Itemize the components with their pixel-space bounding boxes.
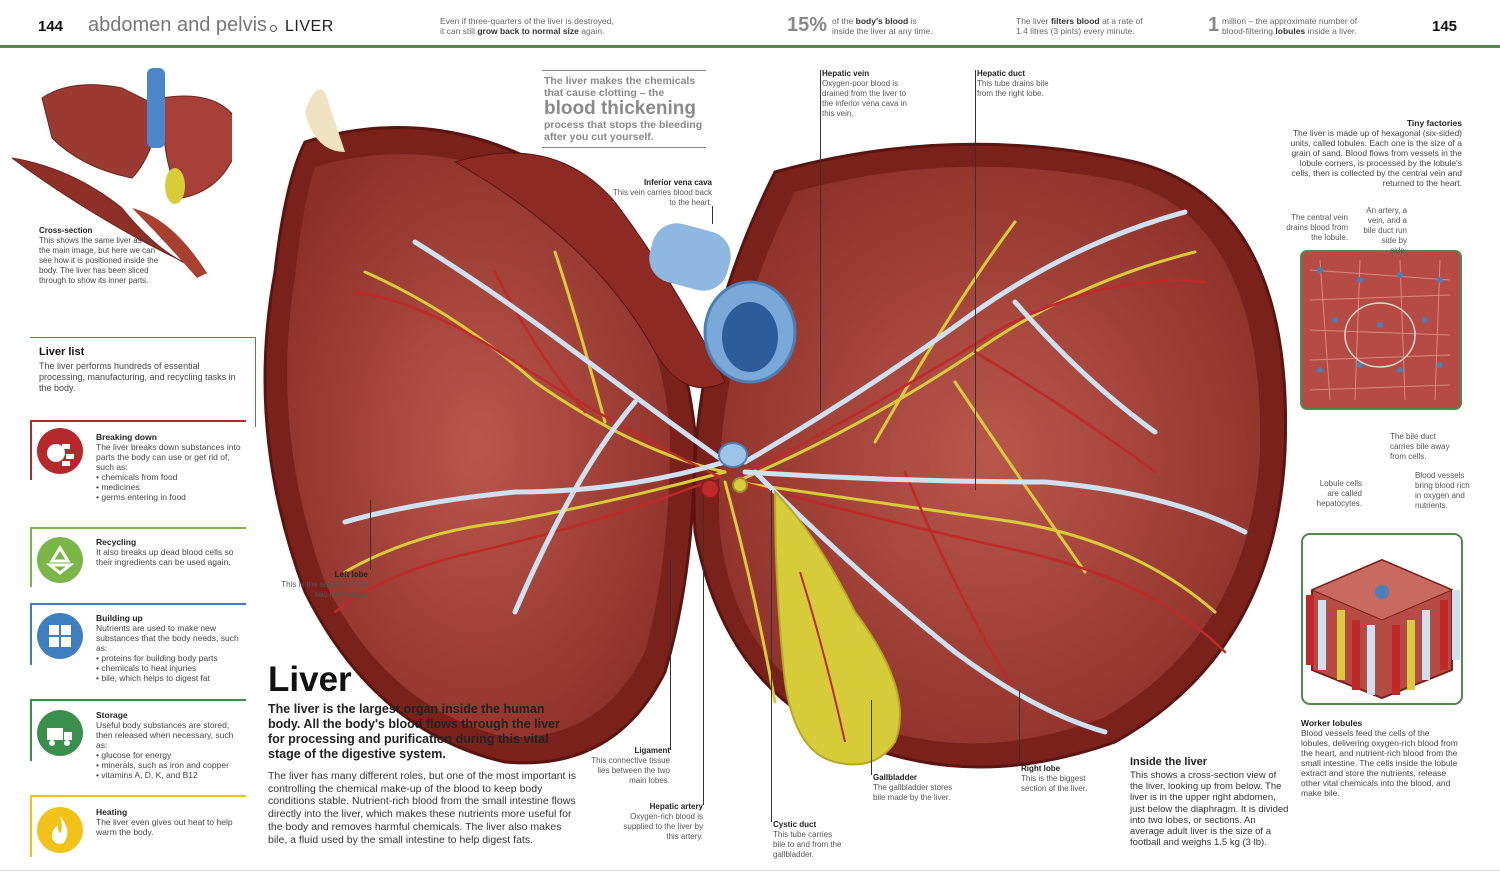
building-up-icon: [37, 613, 83, 659]
heating-rule: [30, 795, 246, 797]
inside-liver-text: This shows a cross-section view of the l…: [1130, 770, 1289, 849]
label-central-vein: The central vein drains blood from the l…: [1286, 213, 1348, 242]
page-title: Liver: [268, 660, 352, 699]
leader-cystic-duct: [771, 490, 772, 822]
leader-ligament: [670, 560, 671, 750]
label-blood-vessels: Blood vessels bring blood rich in oxygen…: [1415, 471, 1470, 510]
bottom-rule: [0, 870, 1500, 871]
fact-blood-share: of the body's blood is inside the liver …: [832, 16, 933, 36]
building-up-rule: [30, 603, 246, 605]
leader-hepatic-duct: [975, 70, 976, 490]
label-lobule-cells: Lobule cells are called hepatocytes.: [1316, 479, 1362, 508]
liver-cross-section-illustration: [263, 89, 1288, 769]
fact-percent: 15%: [787, 14, 828, 36]
leader-gallbladder: [871, 700, 872, 775]
chapter-title: abdomen and pelvis: [88, 14, 268, 36]
breaking-down-rule: [30, 420, 246, 422]
fact-regrow: Even if three-quarters of the liver is d…: [440, 16, 614, 36]
label-bile-duct: The bile duct carries bile away from cel…: [1390, 432, 1450, 461]
leader-left-lobe: [370, 500, 371, 570]
storage-text: Storage Useful body substances are store…: [96, 710, 234, 780]
lead-paragraph: The liver is the largest organ inside th…: [268, 702, 560, 761]
fact-filter-rate: The liver filters blood at a rate of 1.4…: [1016, 16, 1143, 36]
label-artery-vein-duct: An artery, a vein, and a bile duct run s…: [1363, 206, 1407, 255]
clotting-callout: The liver makes the chemicals that cause…: [542, 70, 706, 148]
body-paragraph: The liver has many different roles, but …: [268, 770, 576, 846]
liver-list-frame: [30, 337, 256, 427]
building-up-text: Building up Nutrients are used to make n…: [96, 613, 239, 683]
leader-right-lobe: [1019, 690, 1020, 766]
breaking-down-icon: [37, 428, 83, 474]
recycling-icon: [37, 537, 83, 583]
storage-rule: [30, 699, 246, 701]
leader-hepatic-vein: [820, 70, 821, 410]
inside-liver-title: Inside the liver: [1130, 756, 1208, 768]
breaking-down-text: Breaking down The liver breaks down subs…: [96, 432, 241, 502]
fact-lobules: million – the approximate number of bloo…: [1222, 16, 1358, 36]
storage-bracket: [30, 699, 32, 761]
breaking-down-bracket: [30, 420, 32, 480]
cross-section-thumbnail: [12, 68, 232, 278]
chapter-separator-icon: [270, 25, 277, 32]
tiny-factories-caption: Tiny factories The liver is made up of h…: [1290, 118, 1462, 188]
building-up-bracket: [30, 603, 32, 665]
liver-list-intro: The liver performs hundreds of essential…: [39, 361, 236, 393]
heating-icon: [37, 807, 83, 853]
heating-text: Heating The liver even gives out heat to…: [96, 807, 233, 837]
topic-title: LIVER: [285, 18, 334, 35]
storage-icon: [37, 710, 83, 756]
page-number-left: 144: [38, 18, 64, 35]
cross-section-caption: Cross-section This shows the same liver …: [39, 226, 159, 285]
heating-bracket: [30, 795, 32, 857]
page-header: 144 abdomen and pelvis LIVER Even if thr…: [0, 0, 1500, 48]
liver-list-title: Liver list: [39, 346, 85, 358]
recycling-bracket: [30, 527, 32, 587]
recycling-rule: [30, 527, 246, 529]
leader-hepatic-artery: [703, 495, 704, 805]
recycling-text: Recycling It also breaks up dead blood c…: [96, 537, 234, 567]
worker-lobules-caption: Worker lobules Blood vessels feed the ce…: [1301, 718, 1458, 798]
page-number-right: 145: [1432, 18, 1458, 35]
lobule-3d-model: [1301, 533, 1463, 705]
lobule-tissue-closeup: [1300, 250, 1462, 410]
leader-ivc: [712, 206, 713, 224]
fact-million: 1: [1208, 14, 1220, 36]
